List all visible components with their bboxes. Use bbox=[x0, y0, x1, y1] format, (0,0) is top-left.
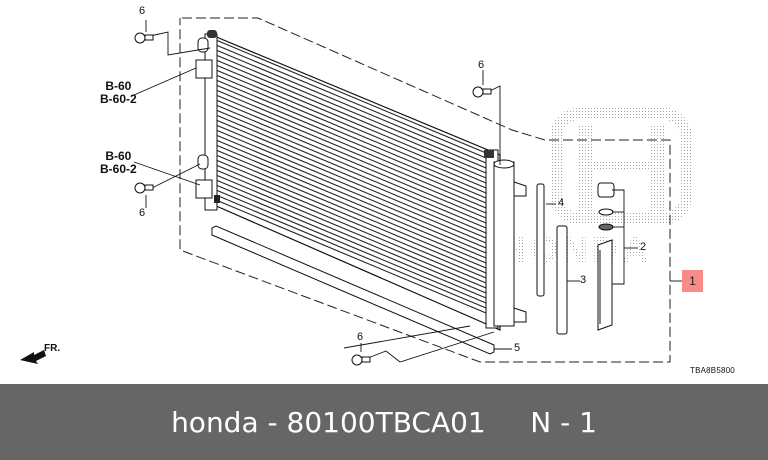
ref-b60-upper-line2: B-60-2 bbox=[100, 92, 137, 106]
bolts bbox=[134, 32, 492, 366]
callout-6-mid-left: 6 bbox=[139, 207, 146, 219]
callout-5: 5 bbox=[514, 342, 521, 354]
callout-6-top-left: 6 bbox=[139, 5, 146, 17]
seal-strips bbox=[536, 183, 568, 335]
parts-diagram: HONDA bbox=[20, 5, 735, 375]
callout-6-top-right: 6 bbox=[478, 59, 485, 71]
callout-1: 1 bbox=[689, 274, 696, 288]
desiccant-parts bbox=[597, 182, 615, 331]
callout-6-bottom: 6 bbox=[357, 331, 364, 343]
footer-bar: honda - 80100TBCA01 N - 1 bbox=[0, 384, 768, 460]
callout-3: 3 bbox=[580, 274, 587, 286]
ref-b60-lower-line2: B-60-2 bbox=[100, 162, 137, 176]
ref-b60-lower: B-60 B-60-2 bbox=[100, 150, 137, 176]
callout-1-highlight: 1 bbox=[682, 270, 703, 292]
condenser-assembly-drawing: HONDA bbox=[20, 17, 692, 366]
drawing-code: TBA8B5800 bbox=[690, 366, 735, 375]
svg-text:HONDA: HONDA bbox=[500, 229, 652, 270]
ref-b60-upper-line1: B-60 bbox=[105, 79, 132, 93]
honda-watermark: HONDA bbox=[500, 108, 692, 270]
front-direction-label: FR. bbox=[44, 343, 61, 354]
ref-b60-upper: B-60 B-60-2 bbox=[100, 80, 137, 106]
front-arrow-icon bbox=[20, 350, 46, 364]
callout-4: 4 bbox=[558, 197, 565, 209]
condenser-core bbox=[195, 30, 527, 355]
callout-2: 2 bbox=[640, 241, 647, 253]
part-title: honda - 80100TBCA01 N - 1 bbox=[171, 405, 597, 439]
ref-b60-lower-line1: B-60 bbox=[105, 149, 132, 163]
